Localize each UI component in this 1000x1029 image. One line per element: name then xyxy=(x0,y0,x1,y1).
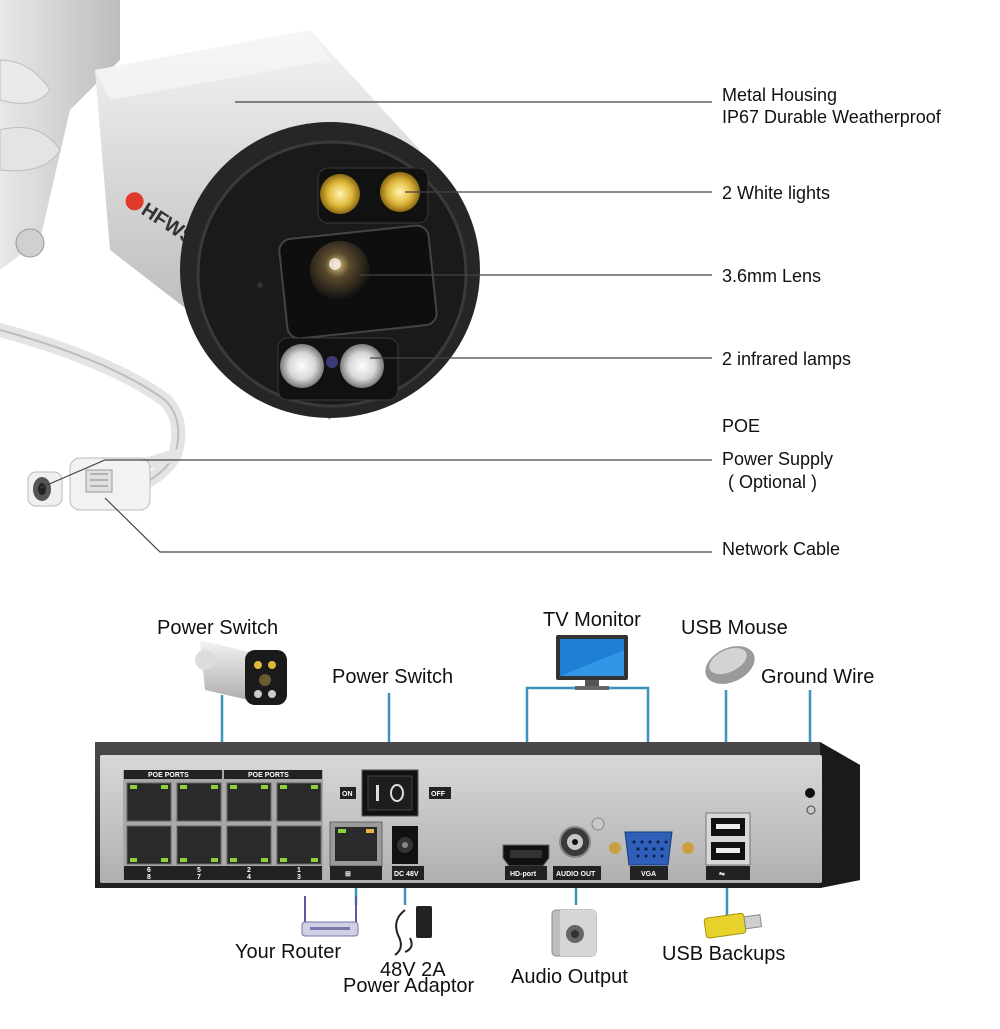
weatherproof-label: IP67 Durable Weatherproof xyxy=(722,107,941,127)
nvr-recorder: POE PORTS POE PORTS xyxy=(95,742,860,888)
usb-ports[interactable]: ⇋ xyxy=(705,812,751,880)
audio-out-port[interactable]: AUDIO OUT xyxy=(553,826,601,880)
bullet-camera: HFWS xyxy=(0,0,480,511)
svg-text:⊞: ⊞ xyxy=(345,871,351,878)
infrared-label: 2 infrared lamps xyxy=(722,349,852,369)
network-cable-label: Network Cable xyxy=(722,539,841,559)
port-number: 7 xyxy=(197,874,201,881)
power-supply-label: Power Supply xyxy=(722,449,834,469)
port-number: 5 xyxy=(197,867,201,874)
power-switch[interactable]: ON OFF xyxy=(340,769,451,817)
router-label: Your Router xyxy=(235,941,341,963)
camera-cable xyxy=(0,323,186,511)
housing-label: Metal Housing xyxy=(722,85,838,105)
white-lights-label: 2 White lights xyxy=(722,183,831,203)
camera-face xyxy=(180,122,480,418)
lens-icon xyxy=(310,241,370,301)
poe-label: POE xyxy=(722,416,761,436)
ground-wire-label: Ground Wire xyxy=(761,666,875,688)
adaptor-rating-label: 48V 2A xyxy=(380,959,446,981)
port-number: 6 xyxy=(147,867,151,874)
hdmi-label: HD-port xyxy=(510,871,537,878)
usb-mouse-icon xyxy=(705,646,755,684)
port-number: 8 xyxy=(147,874,151,881)
dc-power-port[interactable]: DC 48V xyxy=(392,826,424,880)
infrared-lamp-icon xyxy=(340,344,384,388)
dc-label: DC 48V xyxy=(394,871,419,878)
poe-port-grid: 6 5 2 1 8 7 4 3 xyxy=(124,782,322,881)
svg-text:⇋: ⇋ xyxy=(719,870,725,878)
router-icon xyxy=(301,896,359,937)
poe-ports-label: POE PORTS xyxy=(148,772,189,779)
white-light-icon xyxy=(320,174,360,214)
power-adaptor-label: Power Adaptor xyxy=(343,975,475,997)
speaker-icon xyxy=(551,909,597,957)
lens-label: 3.6mm Lens xyxy=(722,266,822,286)
usb-backups-label: USB Backups xyxy=(662,943,786,965)
hdmi-port[interactable]: HD-port xyxy=(502,844,550,880)
vga-label: VGA xyxy=(641,871,656,878)
camera-callout-lines xyxy=(39,101,712,553)
optional-label: ( Optional ) xyxy=(728,472,818,492)
usb-drive-icon xyxy=(703,912,763,939)
vga-port[interactable]: VGA xyxy=(609,831,694,880)
mini-camera-icon xyxy=(195,640,287,705)
poe-ports-label: POE PORTS xyxy=(248,772,289,779)
port-number: 3 xyxy=(297,874,301,881)
ground-screw[interactable] xyxy=(805,788,815,798)
camera-power-switch-label: Power Switch xyxy=(157,617,279,639)
tv-monitor-icon xyxy=(556,635,628,690)
port-number: 4 xyxy=(247,874,251,881)
port-number: 1 xyxy=(297,867,301,874)
usb-mouse-label: USB Mouse xyxy=(681,617,788,639)
camera-mount xyxy=(0,0,120,270)
infrared-lamp-icon xyxy=(280,344,324,388)
port-number: 2 xyxy=(247,867,251,874)
white-light-icon xyxy=(380,172,420,212)
lan-port[interactable]: ⊞ xyxy=(329,821,383,880)
power-switch-label: Power Switch xyxy=(332,666,454,688)
switch-off-label: OFF xyxy=(431,791,446,798)
power-adaptor-icon xyxy=(394,906,432,956)
tv-monitor-label: TV Monitor xyxy=(543,609,641,631)
audio-label: AUDIO OUT xyxy=(556,871,596,878)
audio-output-label: Audio Output xyxy=(511,966,628,988)
switch-on-label: ON xyxy=(342,791,353,798)
